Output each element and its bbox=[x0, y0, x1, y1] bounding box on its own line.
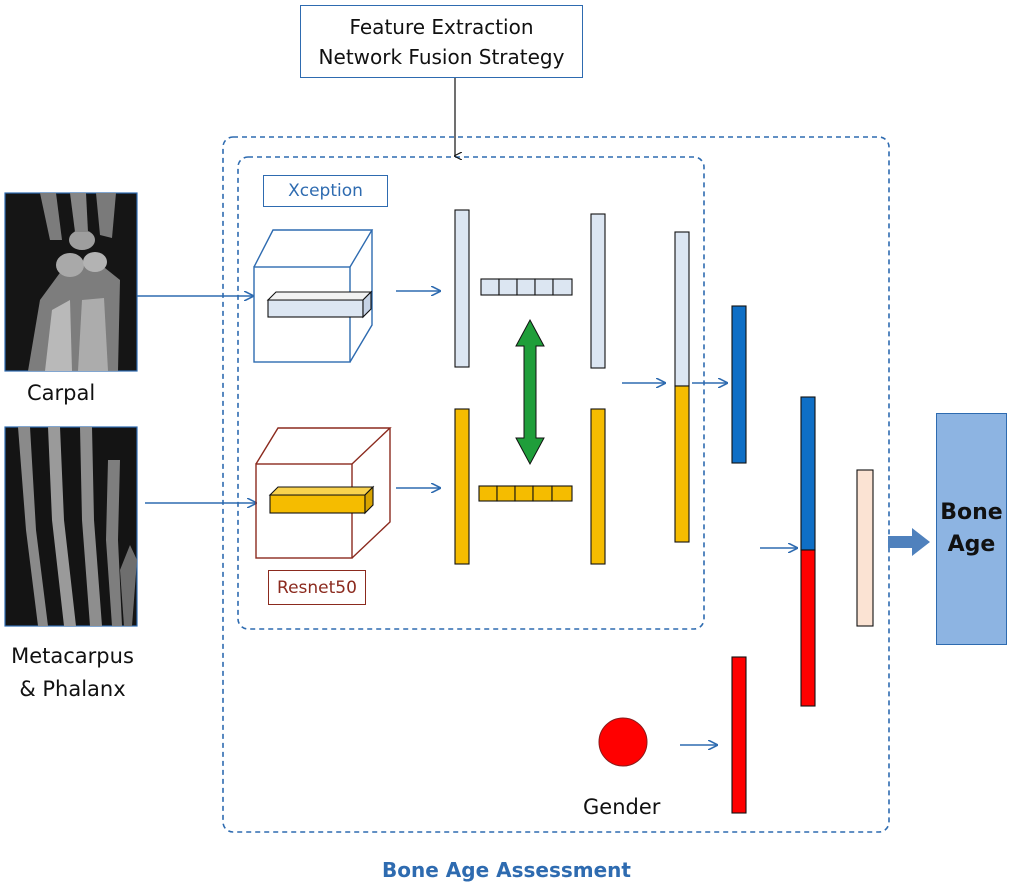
gender-node bbox=[598, 717, 648, 767]
xception-vector-left bbox=[454, 209, 470, 368]
output-arrow bbox=[888, 528, 930, 556]
final-vector bbox=[856, 469, 874, 627]
concat-vector-top bbox=[674, 231, 690, 387]
resnet50-vector-right bbox=[590, 408, 606, 565]
resnet50-feature-slab bbox=[268, 485, 375, 515]
xception-label: Xception bbox=[263, 175, 388, 207]
feature-exchange-arrow bbox=[515, 318, 545, 466]
concat-vector-bottom bbox=[674, 385, 690, 543]
feature-box-line2: Network Fusion Strategy bbox=[318, 44, 565, 69]
xception-vector-right bbox=[590, 213, 606, 369]
combined-vector-bottom bbox=[800, 549, 816, 707]
combined-vector-top bbox=[800, 396, 816, 551]
xception-sequence bbox=[480, 278, 573, 296]
bone-age-output: Bone Age bbox=[936, 413, 1007, 645]
metacarpus-label-line2: & Phalanx bbox=[19, 677, 126, 701]
metacarpus-label: Metacarpus & Phalanx bbox=[0, 640, 145, 706]
resnet50-label: Resnet50 bbox=[268, 570, 366, 605]
xception-feature-slab bbox=[266, 290, 373, 319]
fused-image-vector bbox=[731, 305, 747, 464]
feature-box-line1: Feature Extraction bbox=[349, 14, 534, 39]
bone-age-line1: Bone bbox=[940, 500, 1003, 525]
bone-age-line2: Age bbox=[947, 532, 996, 557]
carpal-label: Carpal bbox=[27, 381, 96, 405]
resnet50-vector-left bbox=[454, 408, 470, 565]
feature-extraction-frame bbox=[237, 156, 705, 630]
resnet50-sequence bbox=[478, 485, 573, 502]
gender-vector bbox=[731, 656, 747, 814]
metacarpus-phalanx-xray-image bbox=[4, 426, 138, 627]
feature-extraction-box: Feature Extraction Network Fusion Strate… bbox=[300, 5, 583, 78]
figure-caption: Bone Age Assessment bbox=[382, 858, 631, 882]
metacarpus-label-line1: Metacarpus bbox=[11, 644, 134, 668]
carpal-xray-image bbox=[4, 192, 138, 372]
gender-label: Gender bbox=[583, 795, 661, 819]
assessment-frame bbox=[222, 136, 890, 833]
